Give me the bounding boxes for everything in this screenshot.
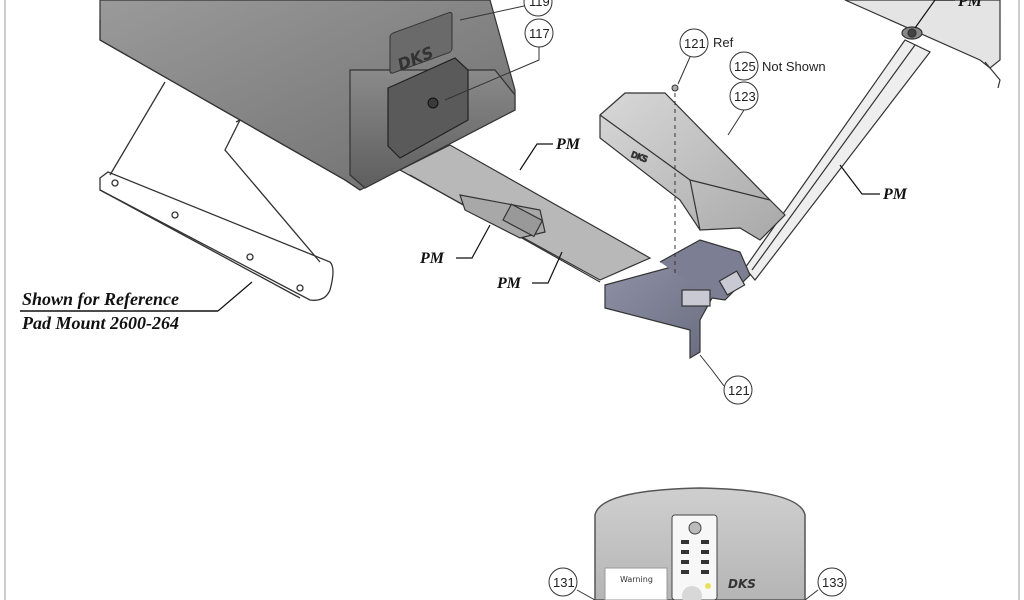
callout-text: 119 117 121 Ref 125 Not Shown 123 121 13… — [529, 0, 844, 590]
gate-bracket — [844, 0, 1001, 89]
callout-121-ref-note: Ref — [713, 35, 734, 50]
mount-bracket-121 — [604, 239, 751, 360]
callouts — [444, 0, 847, 600]
callout-125: 125 — [734, 59, 756, 74]
control-panel: Warning DKS — [594, 487, 806, 600]
drive-rail — [398, 144, 652, 283]
pm-label-arm: PM — [882, 186, 908, 203]
cover-123: DKS — [599, 92, 786, 241]
callout-133: 133 — [822, 575, 844, 590]
callout-121-ref-circle — [679, 28, 709, 58]
pm-label-upper: PM — [555, 136, 581, 153]
panel-logo: DKS — [728, 577, 756, 591]
callout-131-circle — [548, 567, 578, 597]
pm-label-left: PM — [419, 250, 445, 267]
callout-125-note: Not Shown — [762, 59, 826, 74]
callout-123: 123 — [734, 89, 756, 104]
callout-125-circle — [729, 51, 759, 81]
callout-119: 119 — [529, 0, 550, 9]
pm-label-top: PM — [957, 0, 983, 10]
frame-border — [4, 0, 1020, 600]
pad-mount-reference — [99, 81, 334, 301]
screw-121 — [671, 84, 679, 275]
callout-133-circle — [817, 567, 847, 597]
callout-121-circle — [723, 375, 753, 405]
tube-arm — [744, 39, 931, 281]
operator-housing: DKS — [99, 0, 516, 191]
callout-121: 121 — [728, 383, 750, 398]
reference-note: Shown for Reference Pad Mount 2600-264 — [20, 281, 253, 333]
keypad-buttons — [681, 540, 709, 574]
warning-label: Warning — [620, 575, 653, 584]
reference-line-1: Shown for Reference — [22, 289, 179, 309]
callout-121-ref: 121 — [684, 36, 706, 51]
callout-117: 117 — [529, 26, 550, 41]
pm-label-lower: PM — [496, 275, 522, 292]
pm-labels: PM PM PM PM PM — [419, 0, 983, 292]
reference-line-2: Pad Mount 2600-264 — [21, 313, 179, 333]
callout-131: 131 — [553, 575, 575, 590]
callout-119-circle — [523, 0, 553, 17]
